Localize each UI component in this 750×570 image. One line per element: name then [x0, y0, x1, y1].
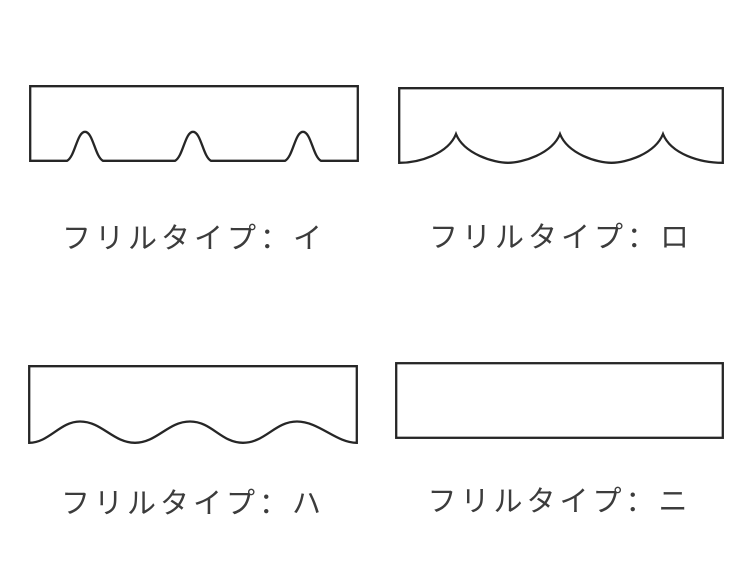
arched-slit-frill-diagram: [29, 85, 359, 162]
scalloped-frill-diagram: [398, 87, 724, 164]
straight-edge-diagram: [395, 362, 724, 439]
frill-type-ro-label: フリルタイプ：ロ: [428, 220, 693, 254]
frill-type-ha-label: フリルタイプ：ハ: [60, 486, 325, 520]
wavy-frill-diagram: [28, 365, 358, 444]
frill-type-i-label: フリルタイプ：イ: [61, 221, 326, 255]
frill-type-ni-label: フリルタイプ：ニ: [427, 484, 692, 518]
